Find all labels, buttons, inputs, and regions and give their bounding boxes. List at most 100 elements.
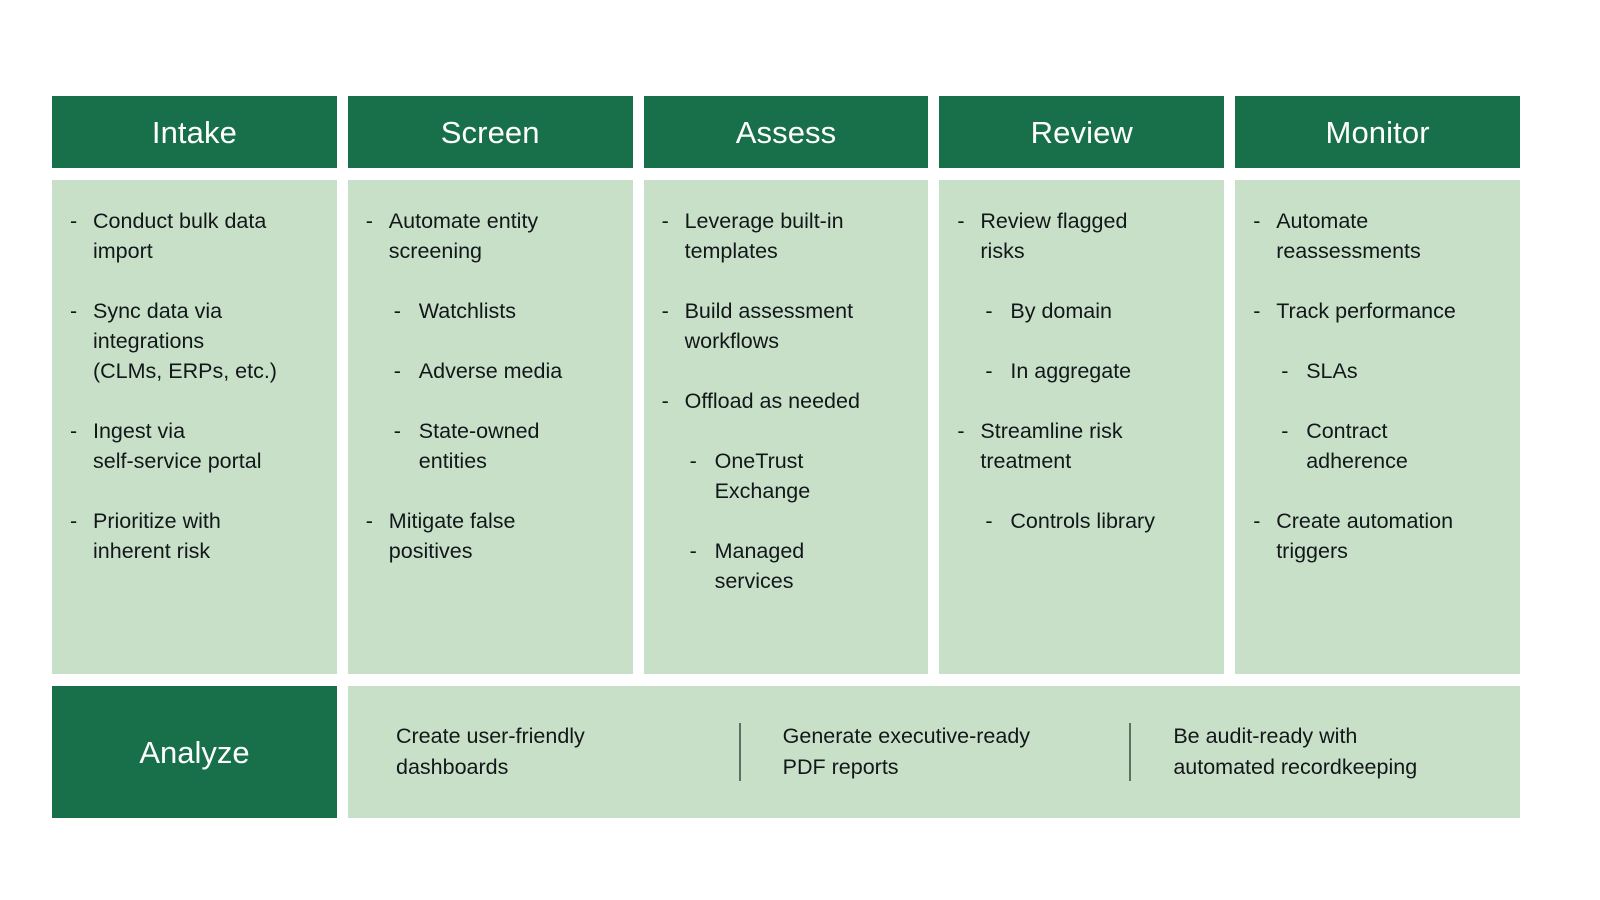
- bullet-dash: -: [1253, 209, 1261, 233]
- list-item: - Streamline risk treatment: [957, 416, 1208, 476]
- stage-columns: Intake - Conduct bulk data import - Sync…: [52, 96, 1520, 674]
- bullet-text: Controls library: [1010, 509, 1155, 533]
- stage-body-assess: - Leverage built-in templates - Build as…: [643, 180, 929, 674]
- bullet-dash: -: [957, 209, 965, 233]
- bullet-list-intake: - Conduct bulk data import - Sync data v…: [70, 206, 321, 566]
- analyze-item-audit-ready: Be audit-ready with automated recordkeep…: [1129, 721, 1520, 783]
- bullet-dash: -: [70, 509, 78, 533]
- analyze-row: Analyze Create user-friendly dashboards …: [52, 686, 1520, 818]
- bullet-text: OneTrust Exchange: [714, 449, 811, 503]
- stage-body-monitor: - Automate reassessments - Track perform…: [1235, 180, 1520, 674]
- bullet-text: Build assessment workflows: [684, 299, 854, 353]
- list-item: - By domain: [957, 296, 1208, 326]
- list-item: - Watchlists: [366, 296, 617, 326]
- bullet-dash: -: [661, 209, 669, 233]
- list-item: - Mitigate false positives: [366, 506, 617, 566]
- analyze-item-pdf-reports: Generate executive-ready PDF reports: [739, 721, 1130, 783]
- stage-title-screen: Screen: [440, 114, 540, 150]
- stage-body-intake: - Conduct bulk data import - Sync data v…: [52, 180, 337, 674]
- bullet-dash: -: [985, 509, 993, 533]
- bullet-text: Mitigate false positives: [388, 509, 516, 563]
- list-item: - Managed services: [662, 536, 913, 596]
- bullet-dash: -: [661, 299, 669, 323]
- bullet-text: By domain: [1010, 299, 1112, 323]
- analyze-header: Analyze: [52, 686, 337, 818]
- bullet-dash: -: [1253, 299, 1261, 323]
- bullet-dash: -: [1281, 359, 1289, 383]
- analyze-items: Create user-friendly dashboards Generate…: [348, 686, 1520, 818]
- list-item: - Conduct bulk data import: [70, 206, 321, 266]
- list-item: - Offload as needed: [662, 386, 913, 416]
- bullet-dash: -: [985, 299, 993, 323]
- analyze-title: Analyze: [139, 734, 250, 770]
- list-item: - OneTrust Exchange: [662, 446, 913, 506]
- bullet-text: In aggregate: [1010, 359, 1132, 383]
- stage-header-screen: Screen: [347, 96, 633, 168]
- list-item: - Review flagged risks: [957, 206, 1208, 266]
- bullet-dash: -: [689, 539, 697, 563]
- stage-header-intake: Intake: [52, 96, 337, 168]
- bullet-dash: -: [957, 419, 965, 443]
- bullet-text: Contract adherence: [1306, 419, 1408, 473]
- bullet-dash: -: [365, 209, 373, 233]
- bullet-text: Watchlists: [418, 299, 516, 323]
- list-item: - Create automation triggers: [1253, 506, 1504, 566]
- stage-column-review: Review - Review flagged risks - By domai…: [939, 96, 1225, 674]
- list-item: - Automate entity screening: [366, 206, 617, 266]
- list-item: - Prioritize with inherent risk: [70, 506, 321, 566]
- bullet-text: Create automation triggers: [1276, 509, 1454, 563]
- list-item: - Automate reassessments: [1253, 206, 1504, 266]
- stage-column-screen: Screen - Automate entity screening - Wat…: [347, 96, 633, 674]
- bullet-dash: -: [70, 419, 78, 443]
- stage-column-intake: Intake - Conduct bulk data import - Sync…: [52, 96, 337, 674]
- bullet-dash: -: [661, 389, 669, 413]
- bullet-dash: -: [985, 359, 993, 383]
- analyze-item-dashboards: Create user-friendly dashboards: [396, 724, 585, 779]
- list-item: - Leverage built-in templates: [662, 206, 913, 266]
- list-item: - Build assessment workflows: [662, 296, 913, 356]
- bullet-text: Streamline risk treatment: [980, 419, 1123, 473]
- stage-column-monitor: Monitor - Automate reassessments - Track…: [1235, 96, 1520, 674]
- bullet-list-review: - Review flagged risks - By domain - In …: [957, 206, 1208, 536]
- stage-header-monitor: Monitor: [1235, 96, 1520, 168]
- bullet-text: Sync data via integrations (CLMs, ERPs, …: [93, 299, 277, 383]
- bullet-text: Conduct bulk data import: [93, 209, 267, 263]
- bullet-text: Review flagged risks: [980, 209, 1128, 263]
- bullet-list-screen: - Automate entity screening - Watchlists…: [366, 206, 617, 566]
- bullet-text: Leverage built-in templates: [684, 209, 844, 263]
- bullet-text: Automate reassessments: [1276, 209, 1421, 263]
- bullet-text: State-owned entities: [418, 419, 540, 473]
- list-item: - In aggregate: [957, 356, 1208, 386]
- bullet-text: SLAs: [1306, 359, 1358, 383]
- bullet-text: Ingest via self-service portal: [93, 419, 262, 473]
- list-item: - Sync data via integrations (CLMs, ERPs…: [70, 296, 321, 386]
- bullet-text: Track performance: [1276, 299, 1456, 323]
- list-item: - Adverse media: [366, 356, 617, 386]
- list-item: - Contract adherence: [1253, 416, 1504, 476]
- bullet-text: Automate entity screening: [388, 209, 539, 263]
- bullet-list-assess: - Leverage built-in templates - Build as…: [662, 206, 913, 596]
- bullet-text: Prioritize with inherent risk: [93, 509, 221, 563]
- bullet-dash: -: [393, 419, 401, 443]
- stage-column-assess: Assess - Leverage built-in templates - B…: [643, 96, 929, 674]
- stage-header-review: Review: [939, 96, 1225, 168]
- bullet-text: Managed services: [714, 539, 805, 593]
- list-item: - Track performance: [1253, 296, 1504, 326]
- bullet-text: Adverse media: [418, 359, 563, 383]
- bullet-dash: -: [393, 359, 401, 383]
- bullet-dash: -: [365, 509, 373, 533]
- list-item: - State-owned entities: [366, 416, 617, 476]
- stage-title-review: Review: [1030, 114, 1133, 150]
- bullet-dash: -: [70, 299, 78, 323]
- bullet-dash: -: [689, 449, 697, 473]
- list-item: - SLAs: [1253, 356, 1504, 386]
- bullet-dash: -: [1253, 509, 1261, 533]
- stage-title-intake: Intake: [151, 114, 237, 150]
- bullet-text: Offload as needed: [684, 389, 860, 413]
- stage-title-assess: Assess: [735, 114, 837, 150]
- analyze-gap: [337, 686, 348, 818]
- bullet-dash: -: [393, 299, 401, 323]
- stage-header-assess: Assess: [643, 96, 929, 168]
- stage-body-screen: - Automate entity screening - Watchlists…: [347, 180, 633, 674]
